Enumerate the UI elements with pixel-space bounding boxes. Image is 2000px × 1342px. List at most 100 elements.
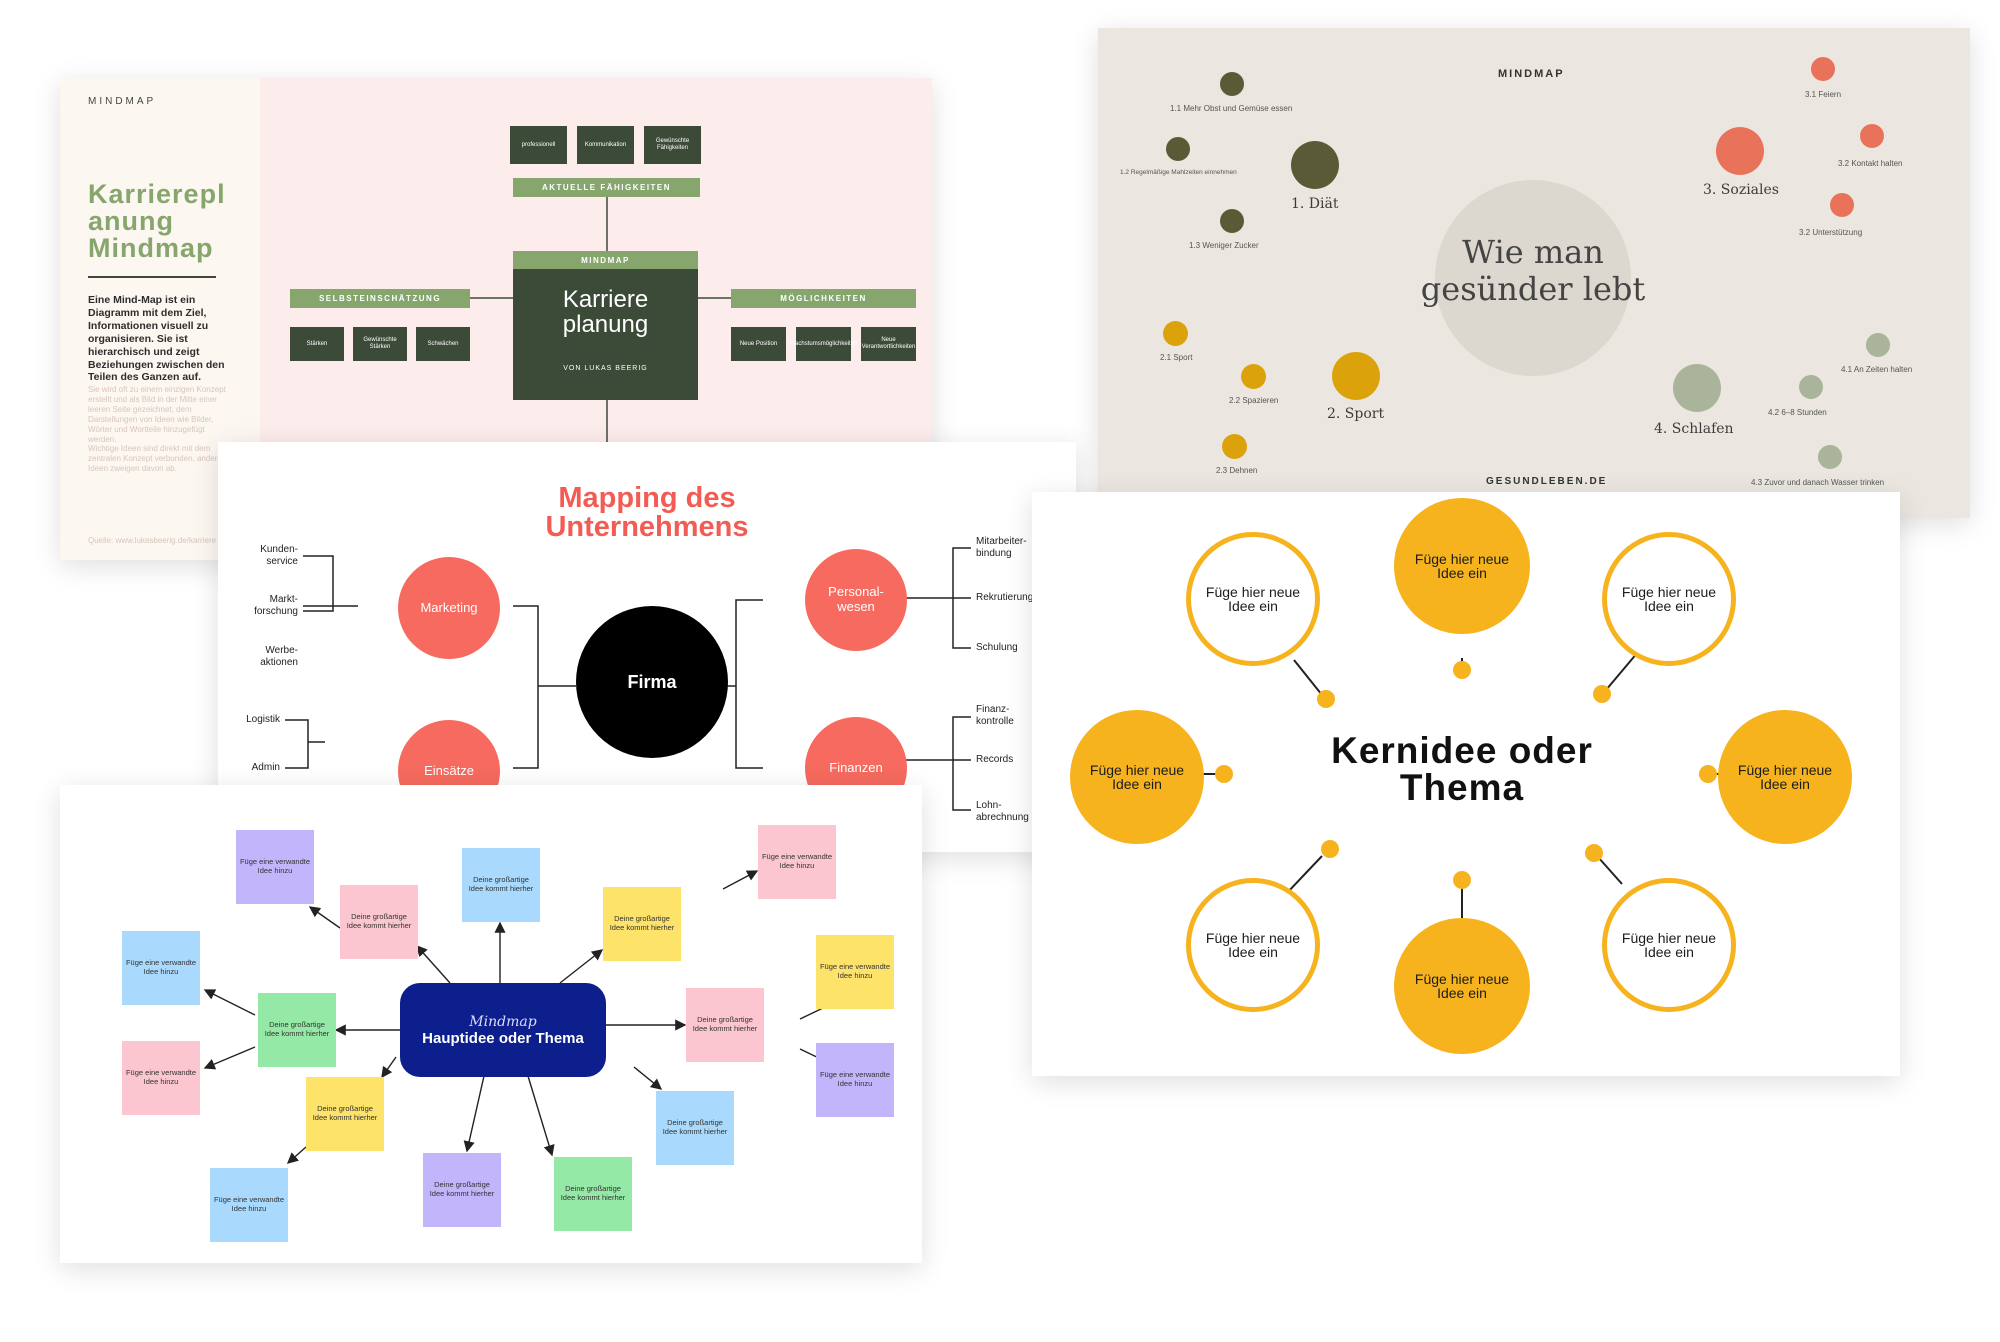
- sticky-main-label: Hauptidee oder Thema: [422, 1029, 584, 1047]
- career-chance-box[interactable]: Wachstumsmöglichkeiten: [790, 327, 857, 361]
- idea-line: Füge hier neue: [1205, 584, 1301, 600]
- career-center-author: VON LUKAS BEERIG: [563, 365, 648, 372]
- social-item-dot[interactable]: [1811, 57, 1835, 81]
- note-line: Deine großartige: [351, 912, 407, 922]
- note-line: Idee kommt hierher: [346, 921, 412, 930]
- sport-item-label: 2.2 Spazieren: [1229, 396, 1279, 405]
- note-line: Füge eine verwandte: [239, 857, 311, 867]
- note-line: Idee kommt hierher: [662, 1127, 728, 1136]
- career-muted-text: Wichtige Ideen sind direkt mit dem zentr…: [88, 444, 222, 473]
- health-header: MINDMAP: [1498, 68, 1565, 80]
- career-center-tag: MINDMAP: [513, 251, 698, 269]
- idea-line: Idee ein: [1228, 944, 1278, 960]
- sleep-category-dot[interactable]: [1673, 364, 1721, 412]
- marketing-node[interactable]: Marketing: [398, 557, 500, 659]
- career-header-left: SELBSTEINSCHÄTZUNG: [290, 289, 470, 308]
- note-line: Deine großartige: [269, 1020, 325, 1030]
- sleep-item-dot[interactable]: [1799, 375, 1823, 399]
- career-skill-box[interactable]: Gewünschte Fähigkeiten: [644, 126, 701, 164]
- sport-item-dot[interactable]: [1222, 434, 1247, 459]
- personal-item: Rekrutierung: [976, 592, 1034, 603]
- career-skill-box[interactable]: professionell: [510, 126, 567, 164]
- career-self-box[interactable]: Schwächen: [416, 327, 470, 361]
- company-center-node[interactable]: Firma: [576, 606, 728, 758]
- social-item-dot[interactable]: [1830, 193, 1854, 217]
- note-line: Idee hinzu: [837, 1079, 873, 1088]
- career-title-rule: [88, 276, 216, 278]
- career-chance-box[interactable]: Neue Verantwortlichkeiten: [861, 327, 916, 361]
- sleep-category-label: 4. Schlafen: [1654, 421, 1734, 437]
- career-skill-box[interactable]: Kommunikation: [577, 126, 634, 164]
- career-self-box[interactable]: Stärken: [290, 327, 344, 361]
- note-line: Idee kommt hierher: [264, 1029, 330, 1038]
- career-chance-box[interactable]: Neue Position: [731, 327, 786, 361]
- sport-item-dot[interactable]: [1241, 364, 1266, 389]
- sleep-item-dot[interactable]: [1866, 333, 1890, 357]
- health-center-line: gesünder lebt: [1420, 269, 1646, 308]
- sticky-arrows: [203, 870, 848, 1164]
- note-line: Füge eine verwandte: [761, 852, 833, 862]
- career-center-node[interactable]: MINDMAP Karriere planung VON LUKAS BEERI…: [513, 251, 698, 400]
- note-line: Idee hinzu: [231, 1204, 267, 1213]
- sport-category-dot[interactable]: [1332, 352, 1380, 400]
- note-line: Füge eine verwandte: [819, 1070, 891, 1080]
- health-center-title: Wie man gesünder lebt: [1385, 234, 1681, 308]
- health-center-circle[interactable]: [1435, 180, 1631, 376]
- diet-item-dot[interactable]: [1220, 209, 1244, 233]
- core-title: Kernidee oder Thema: [1292, 732, 1632, 806]
- note-line: Idee kommt hierher: [468, 884, 534, 893]
- marketing-item: Markt- forschung: [254, 594, 298, 617]
- note-line: Idee kommt hierher: [560, 1193, 626, 1202]
- note-line: Deine großartige: [317, 1104, 373, 1114]
- diet-item-dot[interactable]: [1220, 72, 1244, 96]
- social-item-label: 3.2 Kontakt halten: [1838, 159, 1903, 168]
- company-title: Mapping des Unternehmens: [497, 484, 797, 542]
- note-line: Deine großartige: [473, 875, 529, 885]
- idea-line: Füge hier neue: [1621, 584, 1717, 600]
- marketing-item: Werbe- aktionen: [260, 645, 298, 668]
- note-line: Deine großartige: [614, 914, 670, 924]
- sleep-item-dot[interactable]: [1818, 445, 1842, 469]
- einsaetze-item: Admin: [251, 762, 280, 773]
- idea-line: Idee ein: [1644, 598, 1694, 614]
- company-title-line: Unternehmens: [545, 511, 749, 543]
- note-line: Idee hinzu: [143, 1077, 179, 1086]
- social-category-dot[interactable]: [1716, 127, 1764, 175]
- sticky-main-node[interactable]: Mindmap Hauptidee oder Thema: [400, 983, 606, 1077]
- career-self-box[interactable]: Gewünschte Stärken: [353, 327, 407, 361]
- diet-category-dot[interactable]: [1291, 141, 1339, 189]
- social-item-dot[interactable]: [1860, 124, 1884, 148]
- personal-node[interactable]: Personal- wesen: [805, 549, 907, 651]
- marketing-item: Kunden- service: [260, 544, 298, 567]
- core-title-line: Thema: [1399, 767, 1525, 808]
- note-line: Idee hinzu: [779, 861, 815, 870]
- sport-item-dot[interactable]: [1163, 321, 1188, 346]
- diet-item-dot[interactable]: [1166, 137, 1190, 161]
- career-title-line: Karrierepl: [88, 179, 226, 209]
- note-line: Deine großartige: [697, 1015, 753, 1025]
